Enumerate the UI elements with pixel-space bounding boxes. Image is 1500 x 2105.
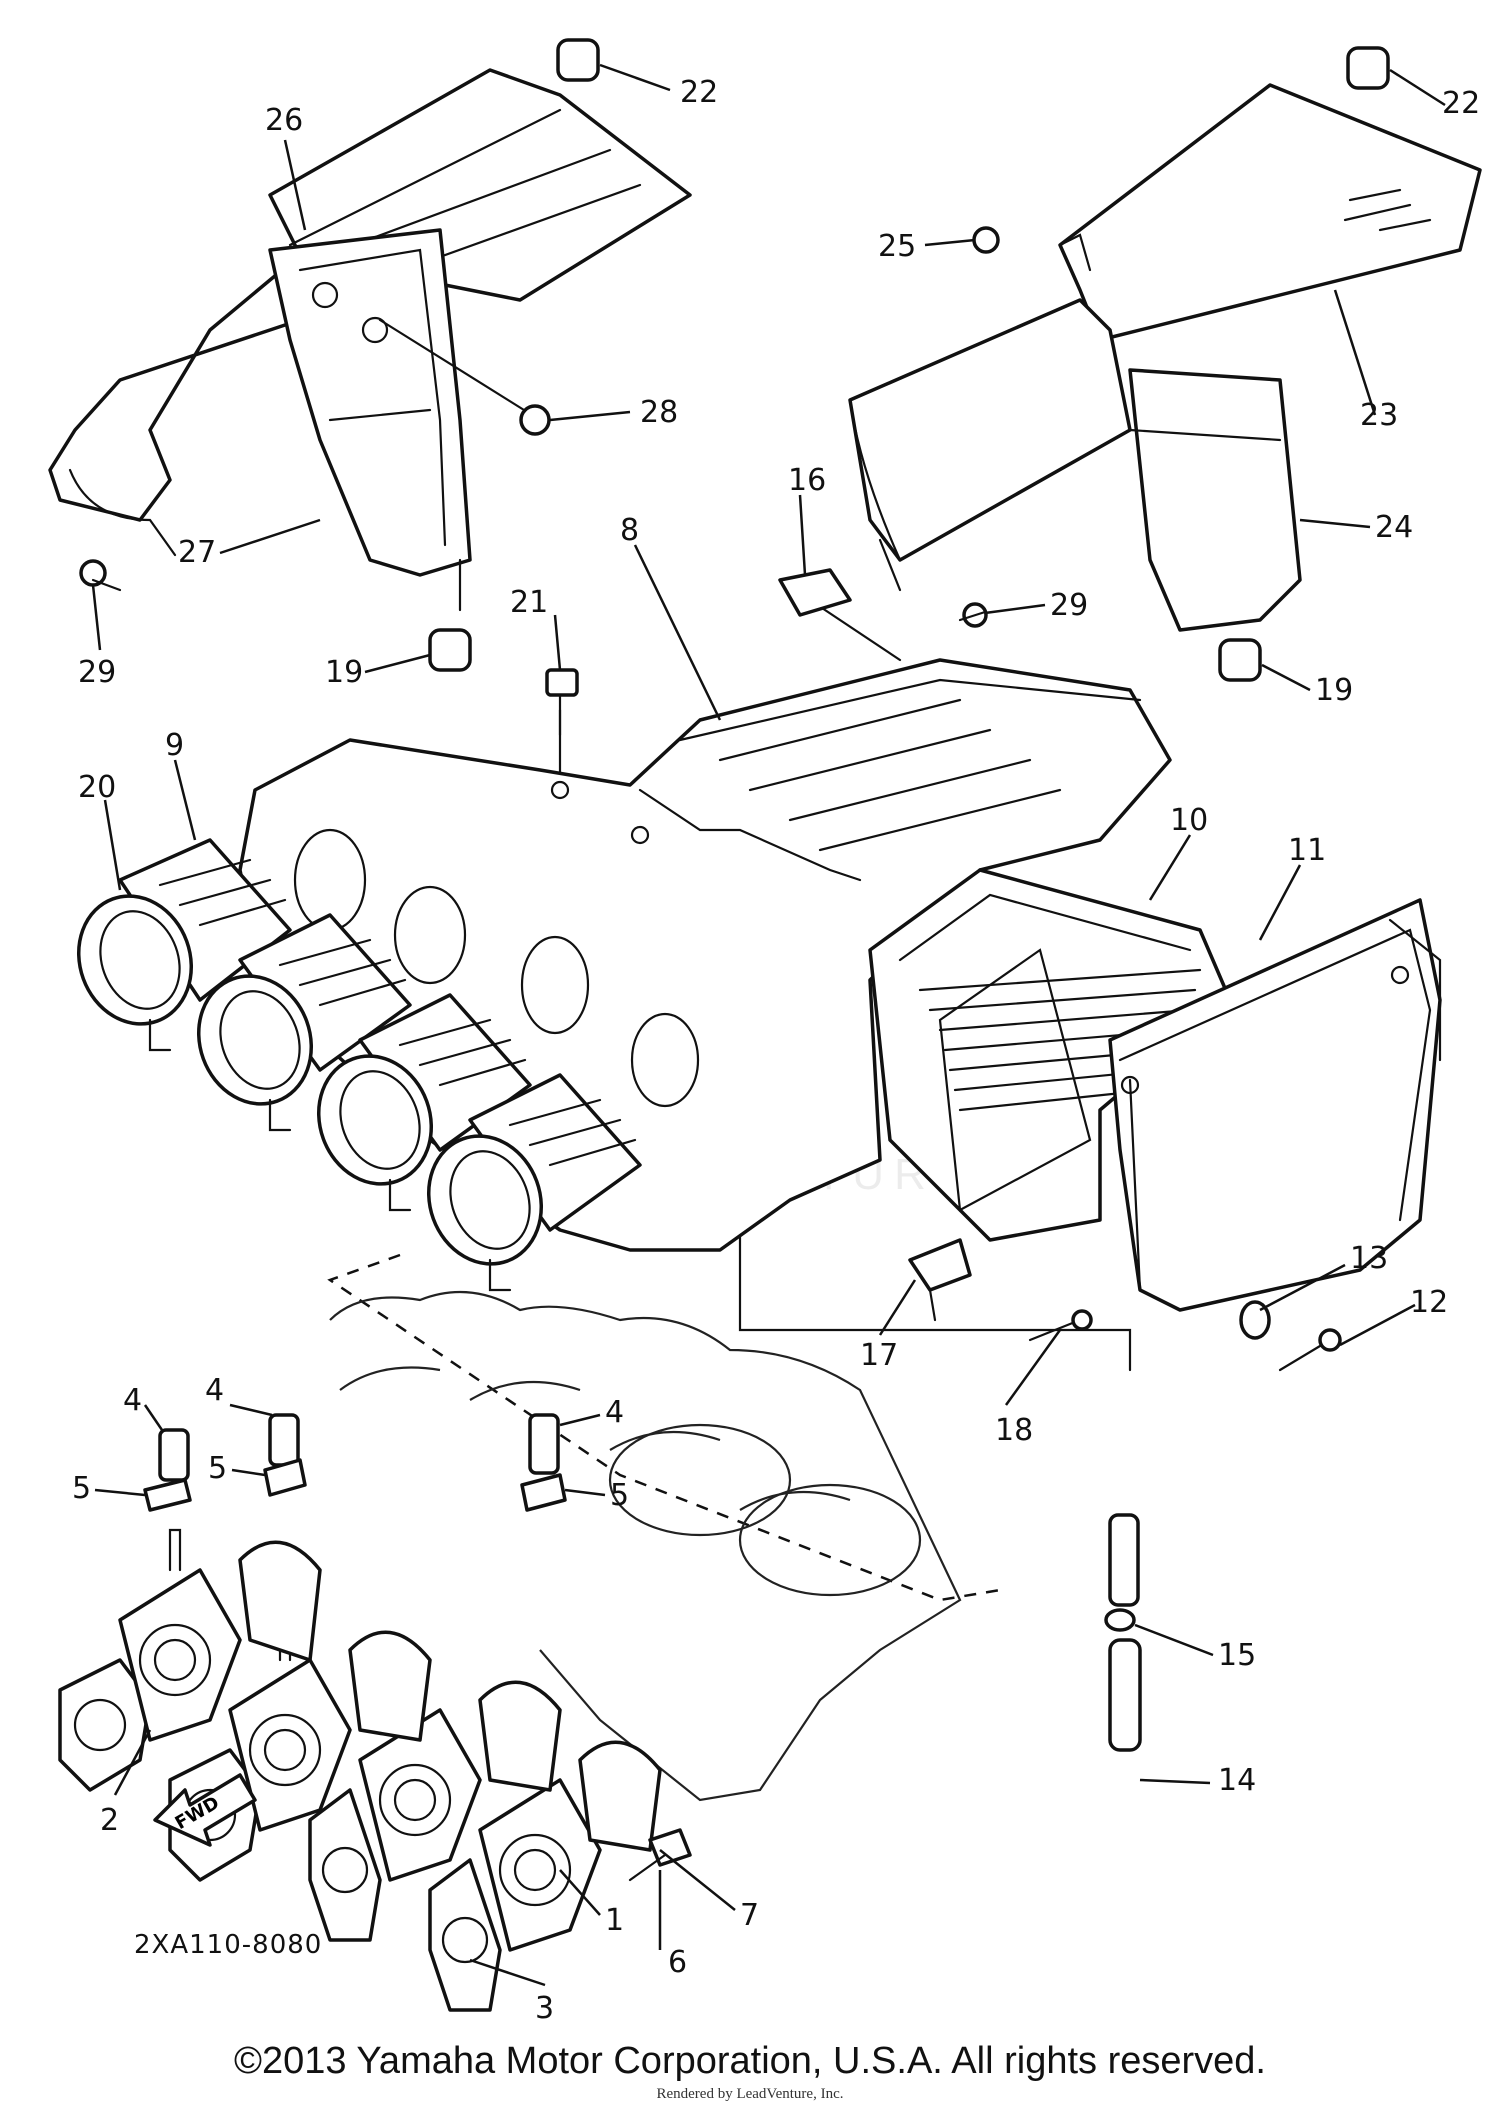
left-side-cover <box>48 68 692 577</box>
callout-24: 24 <box>1375 510 1413 545</box>
carb-clamps <box>238 1540 662 1852</box>
callout-4: 4 <box>123 1383 142 1418</box>
carb-joints <box>76 838 642 1292</box>
small-parts <box>79 38 1390 1882</box>
callout-27: 27 <box>178 535 216 570</box>
callout-25: 25 <box>878 229 916 264</box>
callout-23: 23 <box>1360 398 1398 433</box>
callout-22: 22 <box>680 75 718 110</box>
callout-6: 6 <box>668 1945 687 1980</box>
callout-10: 10 <box>1170 803 1208 838</box>
callout-29: 29 <box>1050 588 1088 623</box>
air-filter-cap <box>1108 898 1442 1312</box>
copyright-notice: ©2013 Yamaha Motor Corporation, U.S.A. A… <box>234 2040 1266 2082</box>
callout-3: 3 <box>535 1991 554 2026</box>
render-credit: Rendered by LeadVenture, Inc. <box>656 2086 844 2102</box>
air-filter-element <box>868 868 1232 1242</box>
callout-14: 14 <box>1218 1763 1256 1798</box>
callout-28: 28 <box>640 395 678 430</box>
callout-19: 19 <box>1315 673 1353 708</box>
callout-7: 7 <box>740 1898 759 1933</box>
callout-8: 8 <box>620 513 639 548</box>
callout-1: 1 <box>605 1903 624 1938</box>
callout-20: 20 <box>78 770 116 805</box>
callout-22: 22 <box>1442 86 1480 121</box>
right-side-cover <box>848 83 1482 632</box>
callout-2: 2 <box>100 1803 119 1838</box>
callout-21: 21 <box>510 585 548 620</box>
callout-17: 17 <box>860 1338 898 1373</box>
callout-leaders <box>91 63 1446 1987</box>
callout-26: 26 <box>265 103 303 138</box>
callout-5: 5 <box>72 1471 91 1506</box>
drawing-code: 2XA110-8080 <box>134 1930 323 1960</box>
callout-12: 12 <box>1410 1285 1448 1320</box>
engine-outline <box>329 1290 962 1802</box>
carburetor-joints <box>58 1528 602 2012</box>
callout-29: 29 <box>78 655 116 690</box>
callout-5: 5 <box>208 1451 227 1486</box>
callout-labels: 1 2 3 4 4 4 5 5 5 6 7 8 9 10 11 12 13 14… <box>72 75 1480 2026</box>
callout-4: 4 <box>205 1373 224 1408</box>
callout-9: 9 <box>165 728 184 763</box>
callout-15: 15 <box>1218 1638 1256 1673</box>
callout-18: 18 <box>995 1413 1033 1448</box>
callout-4: 4 <box>605 1395 624 1430</box>
callout-16: 16 <box>788 463 826 498</box>
callout-11: 11 <box>1288 833 1326 868</box>
callout-19: 19 <box>325 655 363 690</box>
callout-5: 5 <box>610 1478 629 1513</box>
forward-direction-arrow: FWD <box>153 1773 257 1847</box>
callout-13: 13 <box>1350 1241 1388 1276</box>
